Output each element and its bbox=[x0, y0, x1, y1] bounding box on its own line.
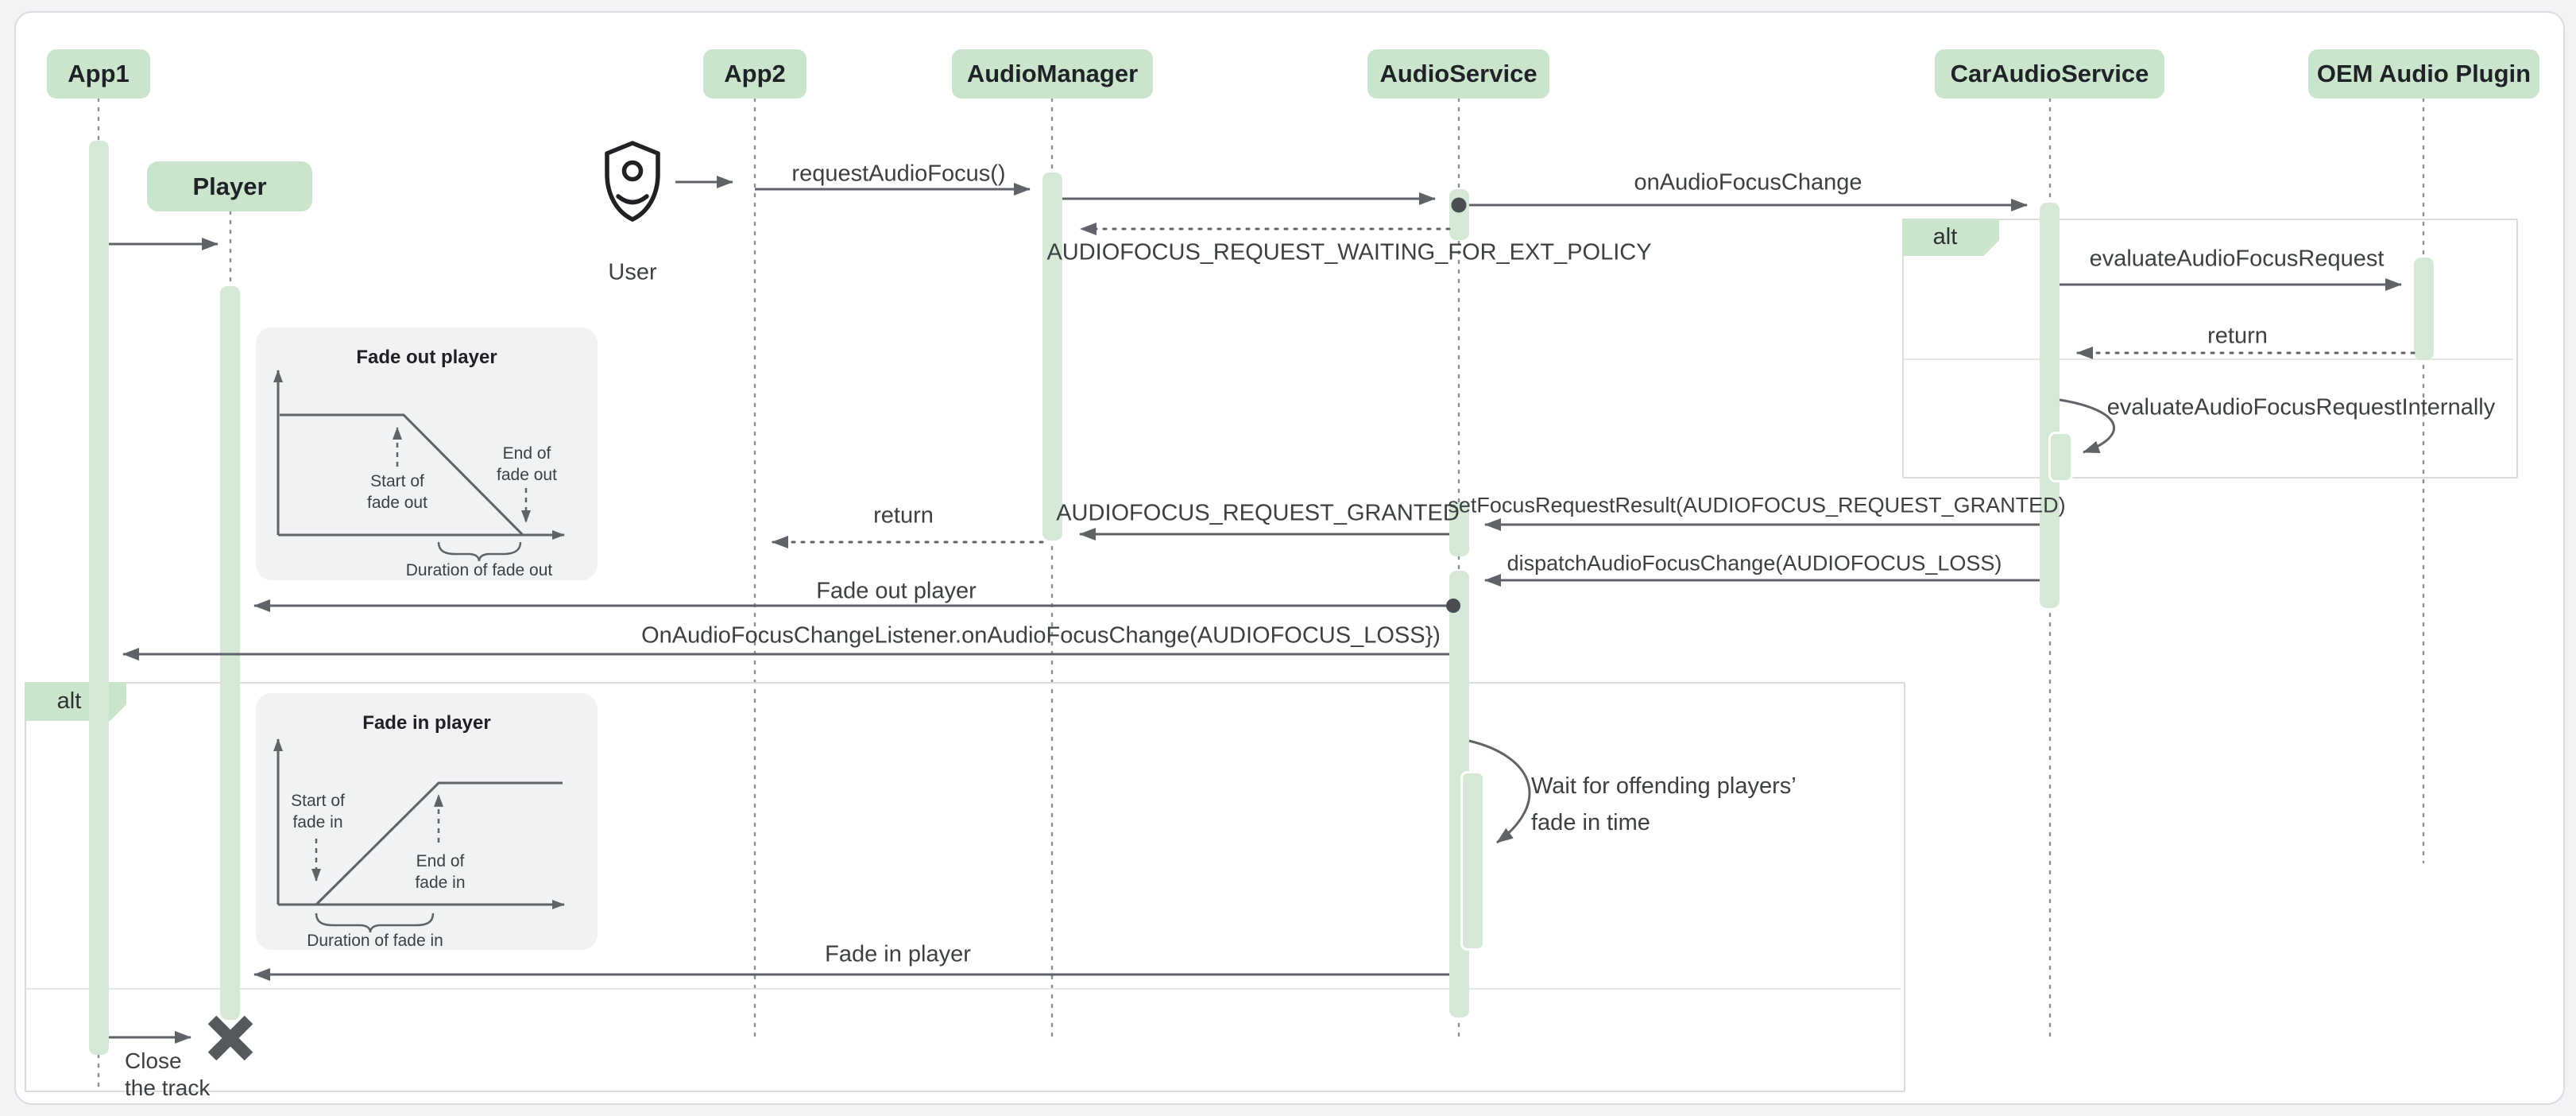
participant-audioservice-label: AudioService bbox=[1379, 60, 1537, 87]
participant-caraudioservice: CarAudioService bbox=[1935, 49, 2164, 99]
activation-audioservice-1 bbox=[1449, 189, 1469, 240]
label-return-right: return bbox=[2207, 323, 2268, 349]
label-request-audio-focus: requestAudioFocus() bbox=[791, 161, 1006, 187]
label-evaluate-internally: evaluateAudioFocusRequestInternally bbox=[2106, 394, 2496, 420]
activation-audioservice-nested bbox=[1460, 771, 1485, 951]
alt-fragment-left-separator bbox=[26, 988, 1901, 990]
fade-out-inset: Fade out player Start of fade out End of… bbox=[256, 327, 598, 580]
fade-in-start-label-1: Start of bbox=[291, 792, 345, 810]
activation-audioservice-2 bbox=[1449, 502, 1469, 556]
label-set-focus-request-result: setFocusRequestResult(AUDIOFOCUS_REQUEST… bbox=[1448, 493, 2066, 517]
alt-fragment-right-separator bbox=[1904, 358, 2513, 360]
label-fade-in-player: Fade in player bbox=[825, 941, 971, 967]
alt-right-label: alt bbox=[1932, 224, 1958, 250]
label-audiofocus-request-granted: AUDIOFOCUS_REQUEST_GRANTED bbox=[1056, 500, 1460, 526]
fade-out-end-label-2: fade out bbox=[497, 466, 557, 484]
label-close-line1: Close bbox=[125, 1048, 182, 1073]
label-evaluate-audio-focus-request: evaluateAudioFocusRequest bbox=[2089, 246, 2385, 272]
participant-oem: OEM Audio Plugin bbox=[2308, 49, 2539, 99]
duration-brace bbox=[315, 913, 435, 933]
participant-app2: App2 bbox=[703, 49, 806, 99]
participant-app1-label: App1 bbox=[68, 60, 130, 87]
label-wait-line1: Wait for offending players’ bbox=[1531, 773, 1797, 799]
fade-in-duration-label: Duration of fade in bbox=[307, 932, 443, 950]
object-player: Player bbox=[147, 161, 312, 211]
participant-app2-label: App2 bbox=[724, 60, 786, 87]
fade-in-end-label-2: fade in bbox=[415, 874, 466, 892]
activation-caraudioservice bbox=[2040, 203, 2060, 608]
alt-fragment-left bbox=[25, 682, 1905, 1092]
label-dispatch-audio-focus-change: dispatchAudioFocusChange(AUDIOFOCUS_LOSS… bbox=[1507, 551, 2002, 575]
fade-in-end-label-1: End of bbox=[416, 852, 465, 870]
label-waiting-for-ext-policy: AUDIOFOCUS_REQUEST_WAITING_FOR_EXT_POLIC… bbox=[1046, 239, 1652, 265]
participant-audioservice: AudioService bbox=[1367, 49, 1549, 99]
fade-in-inset: Fade in player Start of fade in End of f… bbox=[256, 693, 598, 950]
activation-caraudioservice-nested bbox=[2048, 432, 2073, 482]
label-close-line2: the track bbox=[125, 1075, 211, 1100]
label-wait-line2: fade in time bbox=[1531, 810, 1650, 835]
label-on-change-listener: OnAudioFocusChangeListener.onAudioFocusC… bbox=[641, 622, 1441, 649]
participant-audiomanager: AudioManager bbox=[952, 49, 1153, 99]
activation-app1 bbox=[89, 141, 109, 1055]
fade-in-curve bbox=[315, 781, 563, 906]
fade-in-chart bbox=[273, 738, 565, 933]
activation-audiomanager bbox=[1042, 172, 1062, 541]
fade-out-curve bbox=[280, 413, 524, 537]
fade-out-duration-label: Duration of fade out bbox=[405, 561, 553, 579]
activation-player bbox=[220, 286, 240, 1020]
participant-app1: App1 bbox=[47, 49, 150, 99]
fade-out-end-label-1: End of bbox=[502, 444, 551, 463]
label-fade-out-player: Fade out player bbox=[816, 578, 977, 604]
user-label: User bbox=[608, 259, 657, 285]
fade-in-title: Fade in player bbox=[362, 712, 491, 734]
alt-fragment-right bbox=[1902, 219, 2518, 479]
alt-fragment-right-tab: alt bbox=[1902, 219, 1999, 256]
participant-audiomanager-label: AudioManager bbox=[966, 60, 1139, 87]
label-on-audio-focus-change: onAudioFocusChange bbox=[1634, 169, 1862, 196]
label-close-the-track: Close the track bbox=[125, 1048, 210, 1102]
participant-caraudioservice-label: CarAudioService bbox=[1950, 60, 2149, 87]
fade-out-title: Fade out player bbox=[356, 347, 497, 368]
alt-left-label: alt bbox=[56, 688, 82, 714]
fade-out-start-label-2: fade out bbox=[367, 494, 427, 512]
activation-oem bbox=[2414, 258, 2434, 360]
fade-out-chart bbox=[273, 370, 565, 562]
participant-oem-label: OEM Audio Plugin bbox=[2316, 60, 2532, 87]
duration-brace bbox=[437, 541, 522, 562]
label-wait-for-fade-in: Wait for offending players’ fade in time bbox=[1531, 768, 1797, 841]
object-player-label: Player bbox=[192, 172, 267, 200]
label-return-left: return bbox=[873, 502, 934, 529]
fade-in-start-label-2: fade in bbox=[292, 813, 343, 831]
fade-out-start-label-1: Start of bbox=[370, 472, 424, 490]
alt-fragment-left-tab: alt bbox=[25, 682, 126, 721]
